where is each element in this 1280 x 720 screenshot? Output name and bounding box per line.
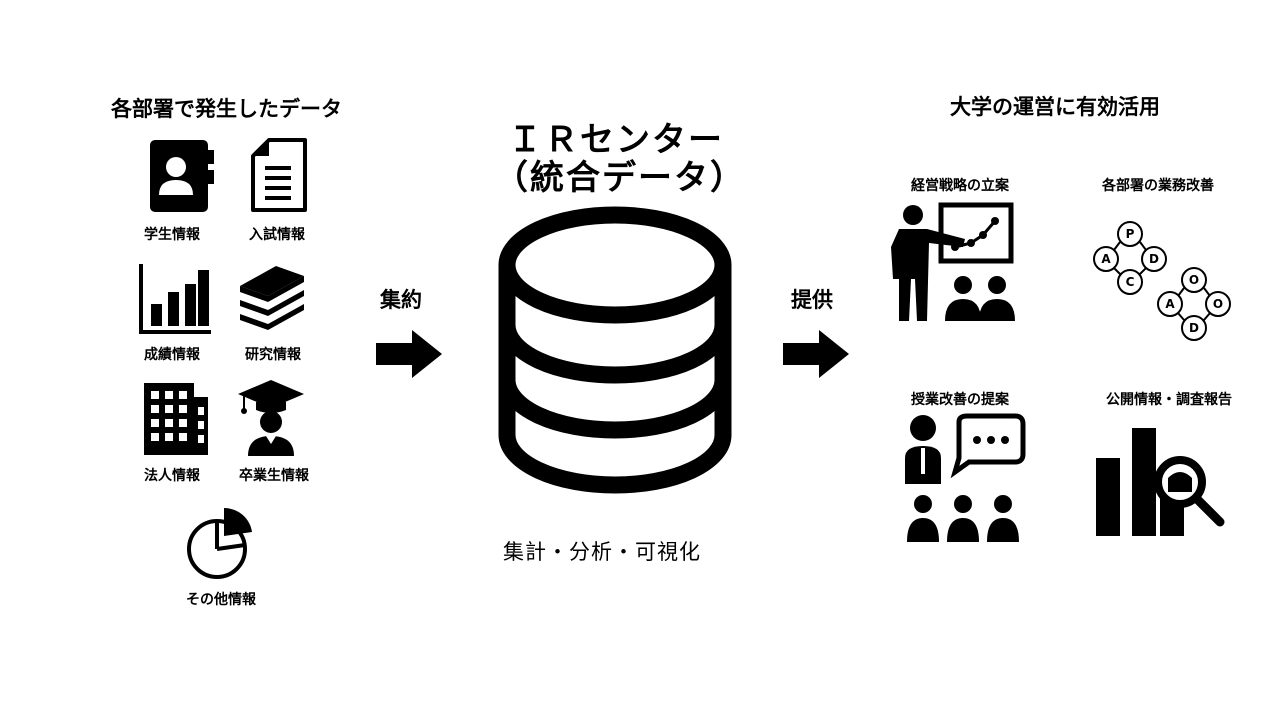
analysis-report-icon xyxy=(1096,428,1225,536)
alumni-info-label: 卒業生情報 xyxy=(239,468,309,484)
center-subtitle: （統合データ） xyxy=(494,158,746,198)
right-header: 大学の運営に有効活用 xyxy=(950,95,1160,119)
corporate-info-label: 法人情報 xyxy=(144,468,200,484)
other-info-label: その他情報 xyxy=(186,592,256,608)
pdca-cycle-icon: P A D C O A O D xyxy=(1093,221,1231,341)
pie-chart-icon xyxy=(187,507,252,579)
pdca-d: D xyxy=(1149,252,1159,266)
office-building-icon xyxy=(144,383,208,455)
pdca-c: C xyxy=(1126,275,1135,289)
oado-d: D xyxy=(1189,321,1199,335)
oado-o-right: O xyxy=(1213,297,1223,311)
pdca-a: A xyxy=(1101,252,1111,266)
right-arrow-icon xyxy=(783,330,849,378)
oado-o-top: O xyxy=(1189,273,1199,287)
left-header: 各部署で発生したデータ xyxy=(111,97,342,121)
public-report-label: 公開情報・調査報告 xyxy=(1106,392,1232,408)
right-arrow-icon xyxy=(376,330,442,378)
grades-info-label: 成績情報 xyxy=(144,347,200,363)
oado-a: A xyxy=(1165,297,1175,311)
provide-label: 提供 xyxy=(791,288,833,312)
strategy-label: 経営戦略の立案 xyxy=(911,178,1009,194)
research-info-label: 研究情報 xyxy=(245,347,301,363)
pdca-p: P xyxy=(1126,227,1135,241)
lecture-feedback-icon xyxy=(905,413,1026,542)
center-caption: 集計・分析・可視化 xyxy=(503,540,701,564)
aggregate-label: 集約 xyxy=(380,288,422,312)
lecture-improvement-label: 授業改善の提案 xyxy=(911,392,1009,408)
student-id-card-icon xyxy=(150,140,214,212)
student-info-label: 学生情報 xyxy=(144,227,200,243)
bar-chart-icon xyxy=(139,264,211,334)
dept-improvement-label: 各部署の業務改善 xyxy=(1102,178,1214,194)
document-icon xyxy=(251,138,307,212)
database-icon xyxy=(498,206,732,494)
presentation-icon xyxy=(891,202,1015,321)
exam-info-label: 入試情報 xyxy=(249,227,305,243)
books-icon xyxy=(240,266,304,330)
graduate-icon xyxy=(238,380,304,456)
center-title: ＩＲセンター xyxy=(508,120,724,160)
